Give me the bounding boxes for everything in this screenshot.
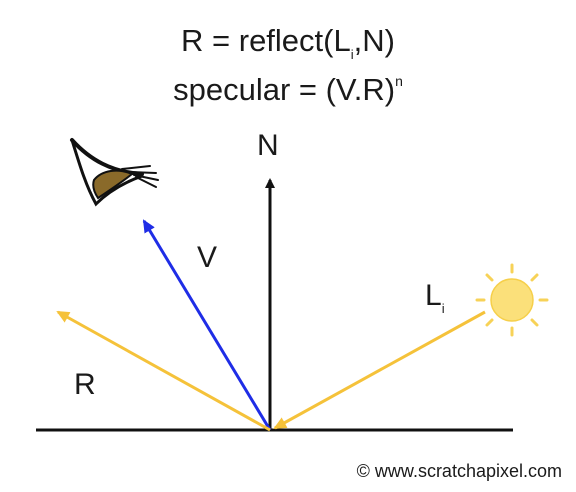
specular-formula: specular = (V.R)n (0, 64, 576, 107)
view-label: V (197, 241, 218, 274)
reflect-label: R (74, 368, 96, 401)
normal-label: N (257, 129, 279, 162)
reflected-vector (56, 310, 271, 432)
reflect-formula-suffix: ,N) (353, 23, 395, 58)
sun-icon (475, 263, 549, 337)
eye-icon (70, 138, 159, 207)
reflect-formula: R = reflect(Li,N) (0, 24, 576, 72)
light-vector (273, 310, 486, 430)
view-vector (142, 219, 272, 431)
specular-formula-exponent: n (395, 73, 403, 89)
light-label-subscript: i (441, 301, 445, 316)
specular-formula-text: specular = (V.R) (173, 72, 396, 107)
reflect-formula-prefix: R = reflect(L (181, 23, 351, 58)
reflect-formula-subscript: i (350, 47, 354, 62)
light-label-text: L (425, 279, 442, 312)
copyright-text: © www.scratchapixel.com (356, 461, 562, 481)
light-label: Li (425, 281, 445, 324)
